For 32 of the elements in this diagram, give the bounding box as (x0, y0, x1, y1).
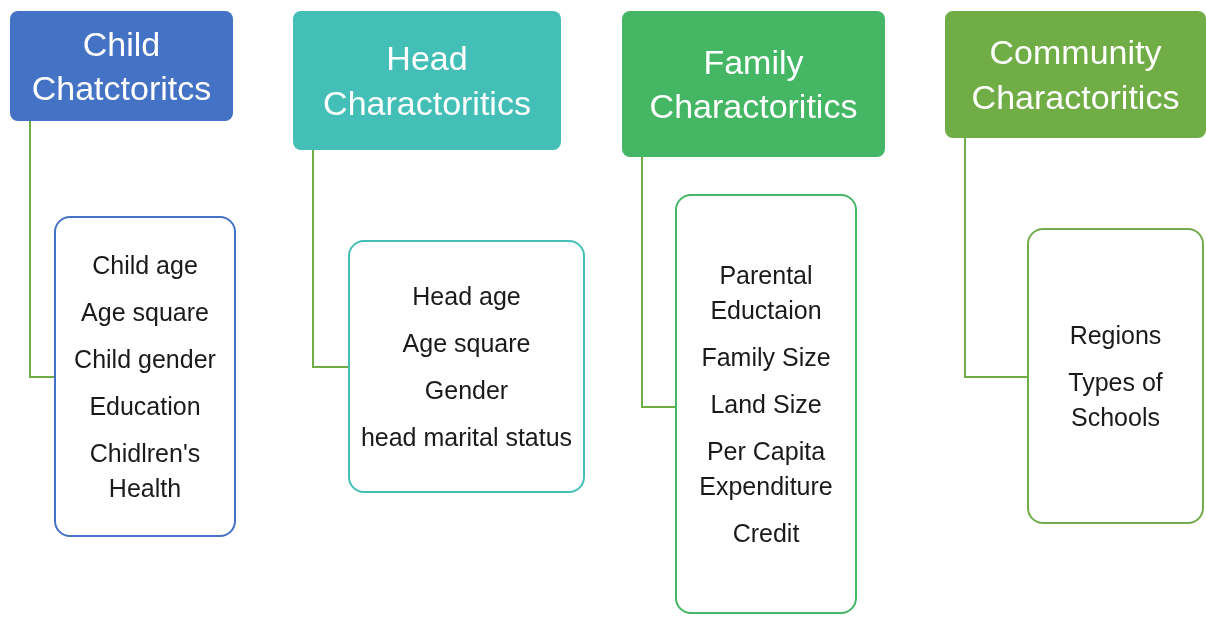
factor-text: Age square (81, 296, 209, 328)
factor-text: Age square (402, 327, 531, 359)
factor-text: Child age (92, 249, 198, 281)
category-header-box (622, 11, 885, 157)
factor-text: Types of Schools (1067, 366, 1164, 433)
factor-text: Gender (424, 374, 509, 406)
factor-text: Family Size (701, 341, 831, 373)
factor-list-box (1027, 228, 1204, 524)
factor-text: Land Size (710, 388, 822, 420)
category-header-box (945, 11, 1206, 138)
factor-text: Credit (732, 517, 800, 549)
factor-text: Head age (412, 280, 521, 312)
header-text: Child Chatctoritcs (30, 23, 213, 109)
factor-text: Education (89, 390, 201, 422)
header-text: Family Charactoritics (648, 41, 859, 127)
factor-text: Regions (1069, 319, 1162, 351)
category-header-box (10, 11, 233, 121)
category-header-box (293, 11, 561, 150)
factor-text: head marital status (360, 421, 573, 453)
connector-line (29, 120, 55, 378)
factor-list-box (348, 240, 585, 493)
factor-text: Child gender (74, 343, 216, 375)
header-text: Head Charactoritics (322, 38, 532, 124)
factor-list-box (54, 216, 236, 537)
connector-line (641, 156, 676, 408)
factor-text: Per Capita Expenditure (698, 435, 834, 502)
factor-text: Parental Eductaion (709, 259, 823, 326)
connector-line (964, 137, 1028, 378)
header-text: Community Charactoritics (970, 32, 1181, 118)
factor-text: Chidlren's Health (88, 437, 202, 504)
factor-list-box (675, 194, 857, 614)
connector-line (312, 149, 349, 368)
